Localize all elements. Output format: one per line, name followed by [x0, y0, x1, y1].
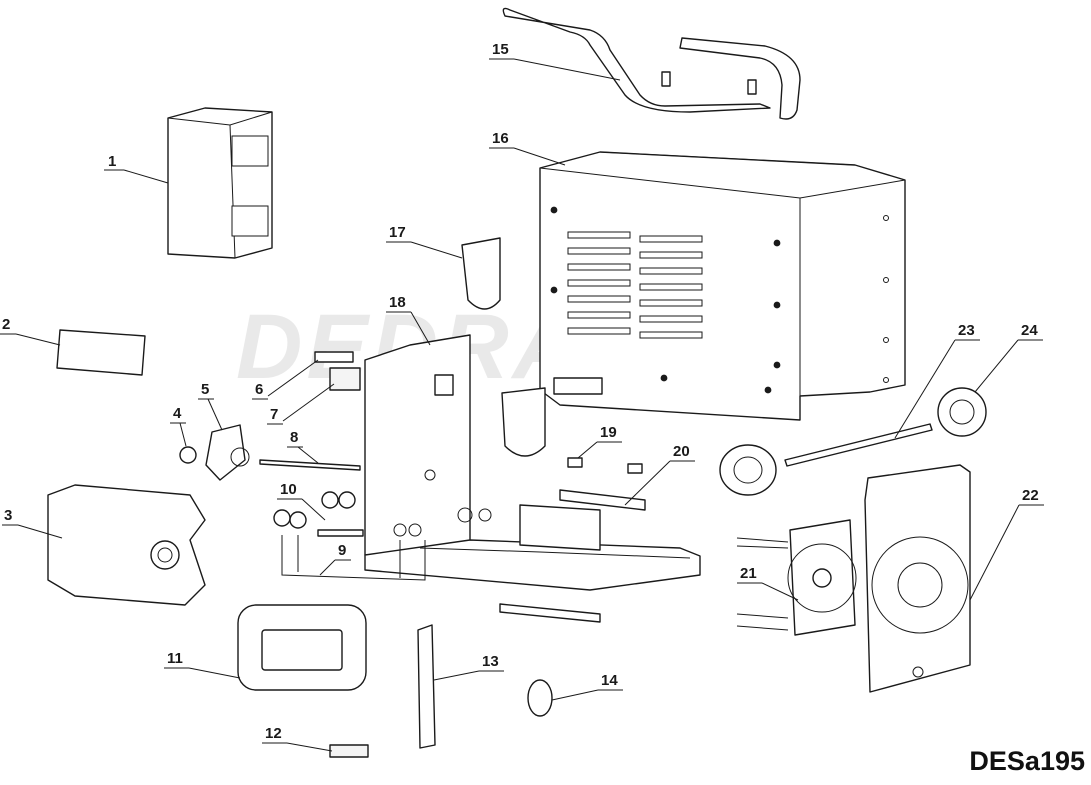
part-10-terminals: [273, 491, 364, 537]
callout-17: 17: [386, 224, 463, 259]
callout-12: 12: [262, 725, 333, 752]
part-17-cover-piece: [461, 237, 546, 457]
callout-13: 13: [433, 653, 504, 681]
svg-text:15: 15: [492, 41, 509, 58]
part-11-coil: [237, 604, 367, 691]
part-22-back-panel: [864, 464, 971, 693]
svg-text:14: 14: [601, 672, 618, 689]
part-18-front-panel-chassis: [364, 334, 701, 591]
svg-text:12: 12: [265, 725, 282, 742]
part-16-housing-cover: [539, 151, 906, 421]
callout-1: 1: [104, 153, 169, 184]
part-2-plate: [56, 329, 146, 376]
callout-15: 15: [489, 41, 621, 81]
part-23-axle: [719, 423, 933, 496]
part-1-transformer-core: [167, 107, 273, 259]
part-5-knob: [205, 424, 250, 481]
svg-text:16: 16: [492, 130, 509, 147]
part-4-ring: [179, 446, 197, 464]
svg-text:13: 13: [482, 653, 499, 670]
callout-5: 5: [198, 381, 223, 431]
callout-18: 18: [386, 294, 431, 346]
part-6-bolts: [314, 351, 354, 363]
part-7-switch: [329, 367, 361, 391]
svg-text:5: 5: [201, 381, 209, 398]
callout-20: 20: [624, 443, 695, 506]
part-14-thermostat: [527, 679, 553, 717]
callout-9: 9: [319, 542, 351, 576]
svg-text:7: 7: [270, 406, 278, 423]
svg-text:17: 17: [389, 224, 406, 241]
svg-text:10: 10: [280, 481, 297, 498]
svg-text:21: 21: [740, 565, 757, 582]
part-12-clip: [329, 744, 369, 758]
callout-14: 14: [551, 672, 623, 701]
callout-23: 23: [894, 322, 980, 439]
part-9-bracket-lines: [281, 535, 426, 581]
part-13-bracket: [417, 624, 436, 749]
part-21-fan: [736, 519, 857, 636]
part-15-handle: [502, 7, 801, 120]
svg-text:24: 24: [1021, 322, 1038, 339]
callout-19: 19: [577, 424, 622, 459]
svg-text:11: 11: [167, 650, 183, 667]
callout-24: 24: [974, 322, 1043, 393]
svg-text:23: 23: [958, 322, 975, 339]
callout-7: 7: [267, 383, 335, 425]
callout-3: 3: [2, 507, 63, 539]
callout-11: 11: [164, 650, 241, 679]
callout-22: 22: [969, 487, 1044, 601]
callout-4: 4: [170, 405, 187, 447]
svg-text:2: 2: [2, 316, 10, 333]
svg-text:22: 22: [1022, 487, 1039, 504]
callout-6: 6: [252, 359, 319, 400]
svg-text:3: 3: [4, 507, 12, 524]
svg-text:19: 19: [600, 424, 617, 441]
part-24-wheel: [937, 387, 987, 437]
svg-text:8: 8: [290, 429, 298, 446]
svg-text:20: 20: [673, 443, 690, 460]
svg-text:1: 1: [108, 153, 116, 170]
part-20-rail: [499, 489, 646, 623]
callout-16: 16: [489, 130, 566, 166]
svg-text:18: 18: [389, 294, 406, 311]
part-3-front-frame: [47, 484, 206, 606]
callout-2: 2: [0, 316, 61, 346]
part-19-clips: [567, 457, 643, 474]
svg-text:4: 4: [173, 405, 182, 422]
callout-8: 8: [287, 429, 319, 464]
svg-text:6: 6: [255, 381, 263, 398]
svg-text:9: 9: [338, 542, 346, 559]
callout-21: 21: [737, 565, 799, 601]
part-8-rod: [259, 459, 361, 471]
model-code: DESa195: [969, 746, 1085, 776]
vent-slots: [567, 231, 703, 339]
callout-10: 10: [277, 481, 326, 521]
